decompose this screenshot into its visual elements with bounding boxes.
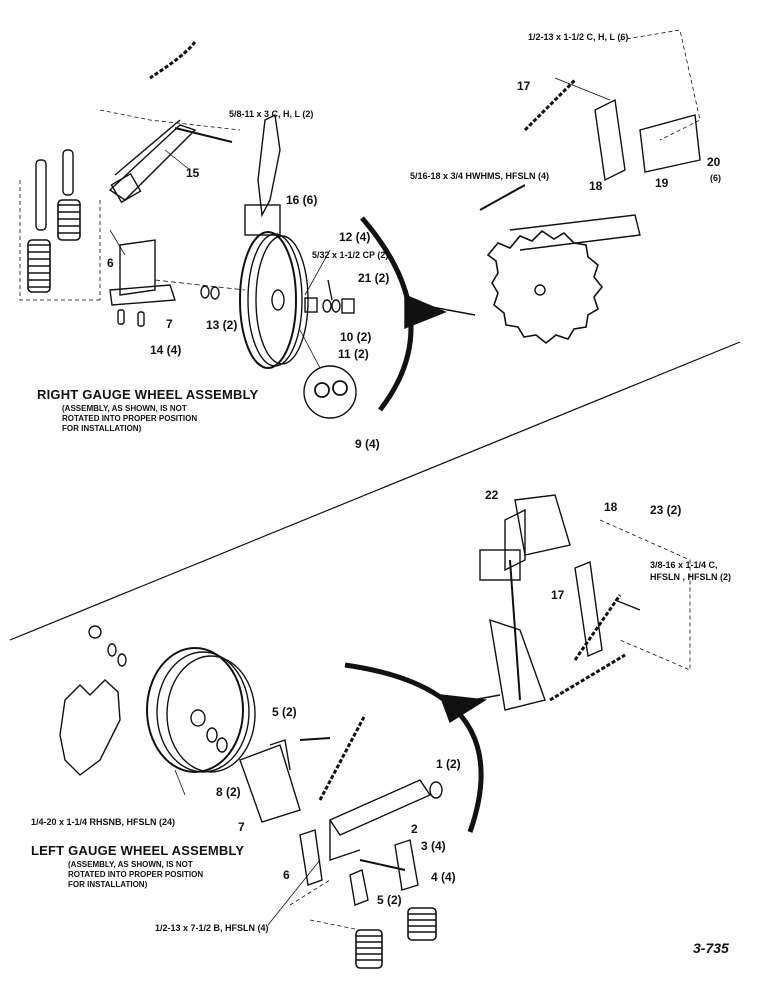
callout-8: 8 (2) [216,785,241,799]
callout-11: 11 (2) [338,347,369,361]
callout-1: 1 (2) [436,757,461,771]
figure-number: 3-735 [693,940,729,956]
callout-10: 10 (2) [340,330,372,344]
callout-5-top: 5 (2) [272,705,297,719]
spec-bolt-5-16: 5/16-18 x 3/4 HWHMS, HFSLN (4) [410,171,550,181]
callout-14: 14 (4) [150,343,182,357]
callout-20-qty: (6) [710,173,721,183]
right-assembly-title: RIGHT GAUGE WHEEL ASSEMBLY [37,387,259,402]
callout-12: 12 (4) [339,230,371,244]
callout-15: 15 [186,166,200,180]
callout-21: 21 (2) [358,271,390,285]
spec-bolt-5-8: 5/8-11 x 3 C, H, L (2) [229,109,314,119]
callout-6: 6 [107,256,114,270]
callout-7: 7 [166,317,173,331]
section-divider [9,341,741,641]
callout-17-left: 17 [551,588,565,602]
left-assembly-art [59,494,691,969]
callout-2: 2 [411,822,418,836]
callout-23: 23 (2) [650,503,682,517]
spec-bolt-3-8-line2: HFSLN , HFSLN (2) [650,572,731,582]
callout-9: 9 (4) [355,437,380,451]
callout-6-left: 6 [283,868,290,882]
callout-16: 16 (6) [286,193,318,207]
left-assembly-note: (ASSEMBLY, AS SHOWN, IS NOT ROTATED INTO… [68,860,204,889]
right-assembly-art [19,29,701,419]
spec-bolt-1-2-c: 1/2-13 x 1-1/2 C, H, L (6) [528,32,629,42]
callout-22: 22 [485,488,499,502]
callout-13: 13 (2) [206,318,238,332]
callout-5-bottom: 5 (2) [377,893,402,907]
callout-20: 20 [707,155,721,169]
callout-18-right: 18 [589,179,603,193]
left-assembly-title: LEFT GAUGE WHEEL ASSEMBLY [31,843,245,858]
right-assembly-note: (ASSEMBLY, AS SHOWN, IS NOT ROTATED INTO… [62,404,198,433]
callout-19: 19 [655,176,669,190]
callout-4: 4 (4) [431,870,456,884]
callout-17-right: 17 [517,79,531,93]
callout-7-left: 7 [238,820,245,834]
callout-18-left: 18 [604,500,618,514]
spec-pin-5-32: 5/32 x 1-1/2 CP (2) [312,250,389,260]
spec-bolt-1-4: 1/4-20 x 1-1/4 RHSNB, HFSLN (24) [31,817,176,827]
spec-bolt-1-2-b: 1/2-13 x 7-1/2 B, HFSLN (4) [155,923,269,933]
callout-3: 3 (4) [421,839,446,853]
spec-bolt-3-8-line1: 3/8-16 x 1-1/4 C, [650,560,718,570]
